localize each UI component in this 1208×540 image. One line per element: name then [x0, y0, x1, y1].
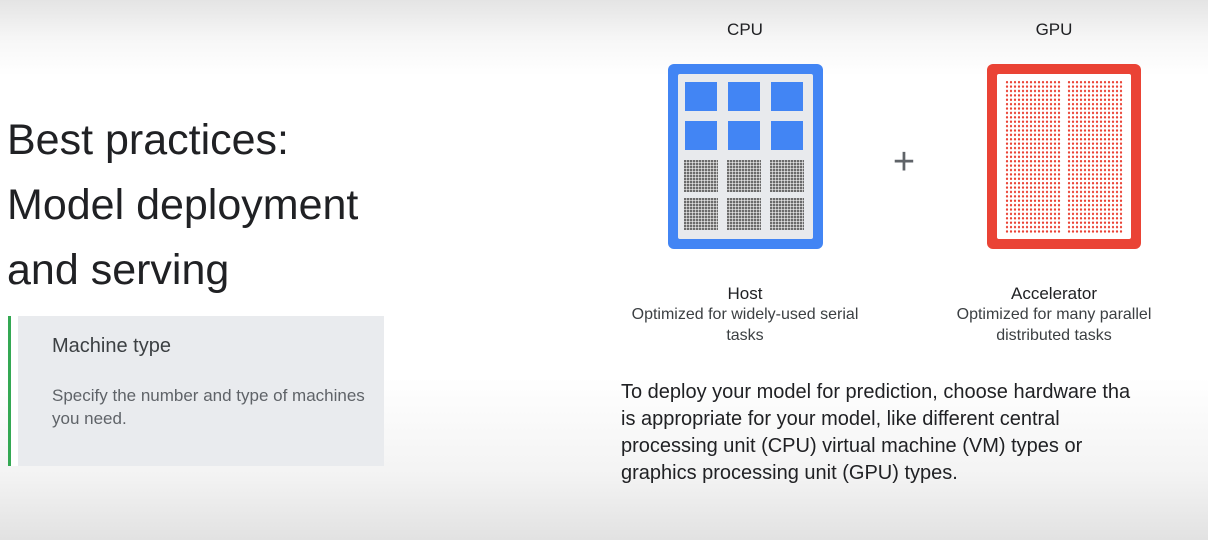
cpu-core-cell [685, 82, 717, 111]
description-line-1: To deploy your model for prediction, cho… [621, 381, 1131, 403]
slide-title-line-3: and serving [7, 246, 230, 294]
description-line-4: graphics processing unit (GPU) types. [621, 462, 958, 484]
cpu-cache-cell [770, 160, 804, 192]
cpu-cache-cell [727, 160, 761, 192]
cpu-core-cell [728, 121, 760, 150]
gpu-caption: Accelerator Optimized for many parallel … [934, 283, 1174, 346]
card-body: Specify the number and type of machines … [52, 386, 365, 428]
description-line-3: processing unit (CPU) virtual machine (V… [621, 435, 1083, 457]
cpu-caption-body: Optimized for widely-used serial tasks [631, 306, 859, 344]
cpu-caption-title: Host [727, 284, 763, 303]
gpu-caption-title: Accelerator [1011, 284, 1097, 303]
gpu-cores-block [1005, 80, 1061, 233]
slide-title: Best practices: Model deployment and ser… [7, 108, 437, 303]
cpu-heading: CPU [727, 20, 763, 39]
cpu-core-cell [771, 121, 803, 150]
cpu-chip-core [678, 74, 813, 239]
cpu-cache-cell [684, 198, 718, 230]
cpu-core-cell [728, 82, 760, 111]
deployment-description: To deploy your model for prediction, cho… [621, 379, 1208, 487]
card-title: Machine type [52, 335, 171, 357]
plus-icon: + [892, 141, 916, 183]
cpu-cache-cell [684, 160, 718, 192]
slide-title-line-1: Best practices: [7, 116, 289, 164]
cpu-core-cell [771, 82, 803, 111]
gpu-chip-core [997, 74, 1131, 239]
description-line-2: is appropriate for your model, like diff… [621, 408, 1060, 430]
cpu-cache-cell [770, 198, 804, 230]
cpu-core-cell [685, 121, 717, 150]
gpu-caption-body: Optimized for many parallel distributed … [956, 306, 1152, 344]
cpu-chip-icon [668, 64, 823, 249]
card-separator [11, 316, 18, 466]
machine-type-card: Machine type Specify the number and type… [8, 316, 384, 466]
gpu-chip-icon [987, 64, 1141, 249]
cpu-caption: Host Optimized for widely-used serial ta… [625, 283, 865, 346]
gpu-heading: GPU [1035, 20, 1073, 39]
slide-title-line-2: Model deployment [7, 181, 359, 229]
gpu-cores-block [1067, 80, 1123, 233]
cpu-cache-cell [727, 198, 761, 230]
